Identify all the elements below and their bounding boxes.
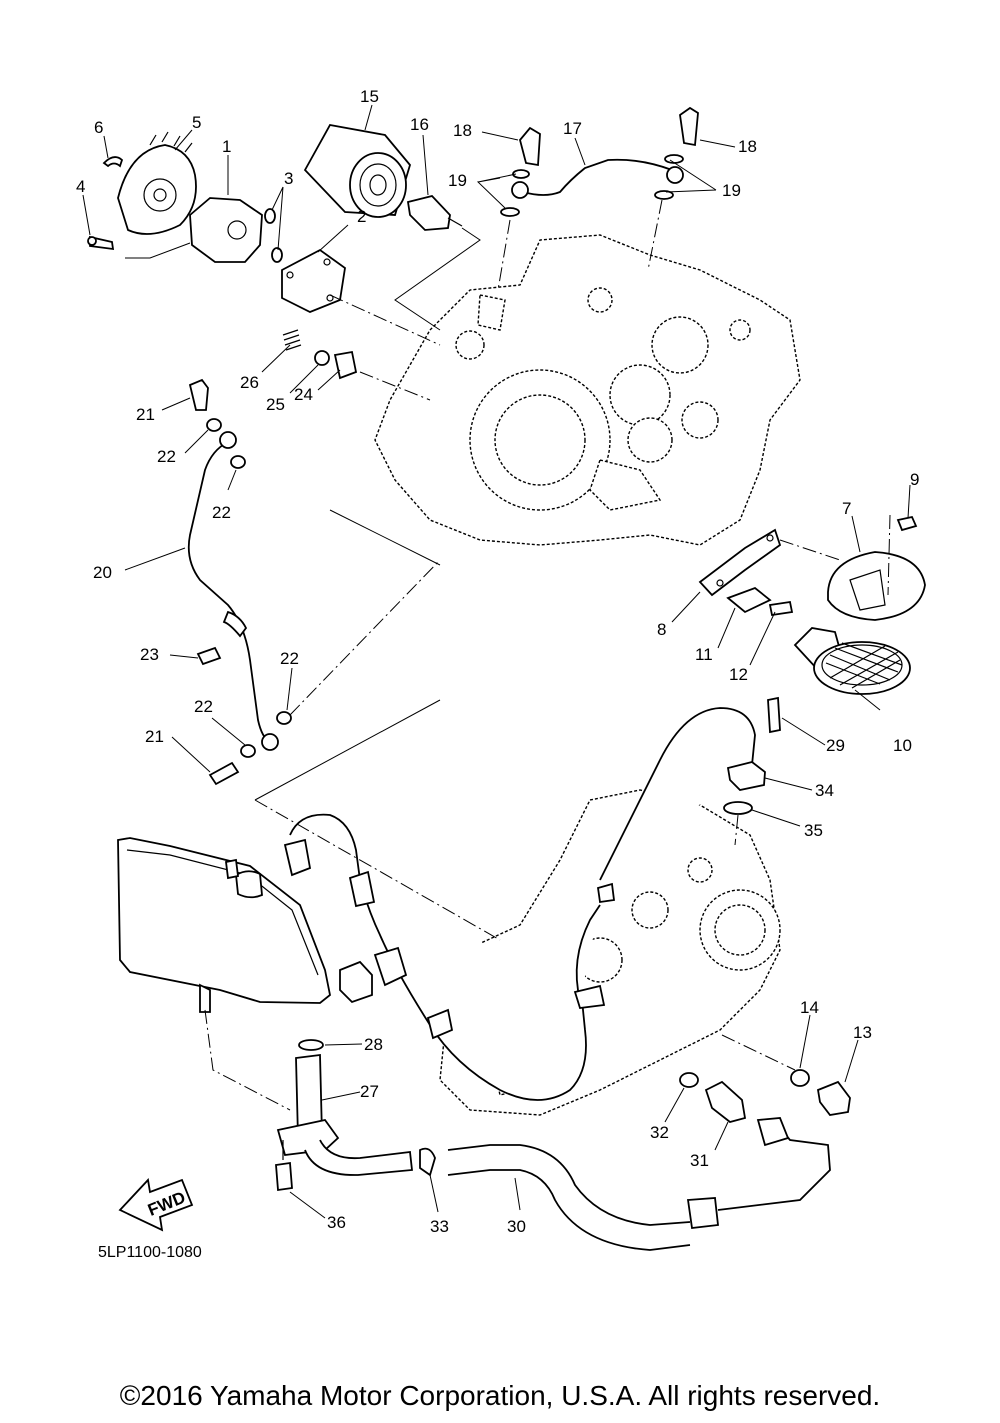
callout-19b: 19 [722, 181, 741, 200]
fwd-arrow: FWD [118, 1178, 194, 1232]
callout-31: 31 [690, 1151, 709, 1170]
callout-36: 36 [327, 1213, 346, 1232]
callout-6: 6 [94, 118, 103, 137]
callout-4: 4 [76, 177, 85, 196]
callout-17: 17 [563, 119, 582, 138]
callout-33: 33 [430, 1217, 449, 1236]
pump-gasket [281, 248, 441, 346]
callout-13: 13 [853, 1023, 872, 1042]
callout-15: 15 [360, 87, 379, 106]
callout-3: 3 [284, 169, 293, 188]
oil-strainer [793, 627, 911, 695]
callout-19a: 19 [448, 171, 467, 190]
oil-pump-assembly [87, 131, 283, 263]
hose-and-clamp [419, 1117, 831, 1251]
callout-26: 26 [240, 373, 259, 392]
callout-28: 28 [364, 1035, 383, 1054]
copyright-notice: ©2016 Yamaha Motor Corporation, U.S.A. A… [119, 1380, 881, 1411]
retainer-plate [726, 586, 794, 617]
callout-7: 7 [842, 499, 851, 518]
relief-valve-parts [282, 329, 431, 401]
callout-12: 12 [729, 665, 748, 684]
callout-9: 9 [910, 470, 919, 489]
callout-25: 25 [266, 395, 285, 414]
cover-gasket [698, 528, 841, 597]
callout-30: 30 [507, 1217, 526, 1236]
callout-2: 2 [357, 207, 366, 226]
callout-24: 24 [294, 385, 313, 404]
callout-8: 8 [657, 620, 666, 639]
callout-22c: 22 [280, 649, 299, 668]
oil-filter-fitting [394, 194, 481, 331]
strainer-cover [827, 514, 926, 621]
callout-1: 1 [222, 137, 231, 156]
callout-11: 11 [695, 645, 713, 664]
callout-29: 29 [826, 736, 845, 755]
callout-21b: 21 [145, 727, 164, 746]
tank-hose [254, 699, 606, 1101]
outlet-pipe [275, 1039, 413, 1192]
callout-21a: 21 [136, 405, 155, 424]
diagram-code: 5LP1100-1080 [98, 1244, 202, 1261]
callout-10: 10 [893, 736, 912, 755]
callout-23: 23 [140, 645, 159, 664]
callout-14: 14 [800, 998, 819, 1017]
callout-27: 27 [360, 1082, 379, 1101]
callout-16: 16 [410, 115, 429, 134]
callout-22b: 22 [212, 503, 231, 522]
oil-filter [303, 123, 412, 218]
callout-22a: 22 [157, 447, 176, 466]
callout-5: 5 [192, 113, 201, 132]
callout-18b: 18 [738, 137, 757, 156]
oil-pipe-upper [497, 106, 699, 291]
callout-32: 32 [650, 1123, 669, 1142]
callout-35: 35 [804, 821, 823, 840]
callout-22d: 22 [194, 697, 213, 716]
callout-34: 34 [815, 781, 834, 800]
oil-tank [117, 837, 373, 1111]
callout-labels: 1 2 3 4 5 6 7 8 9 10 11 12 13 14 15 16 1… [76, 87, 919, 1261]
drain-fittings [679, 1034, 851, 1123]
leader-lines [82, 104, 911, 1219]
callout-18a: 18 [453, 121, 472, 140]
upper-crankcase [374, 234, 801, 546]
return-pipe [575, 696, 781, 1001]
oil-pipe-lower [187, 378, 441, 786]
callout-20: 20 [93, 563, 112, 582]
